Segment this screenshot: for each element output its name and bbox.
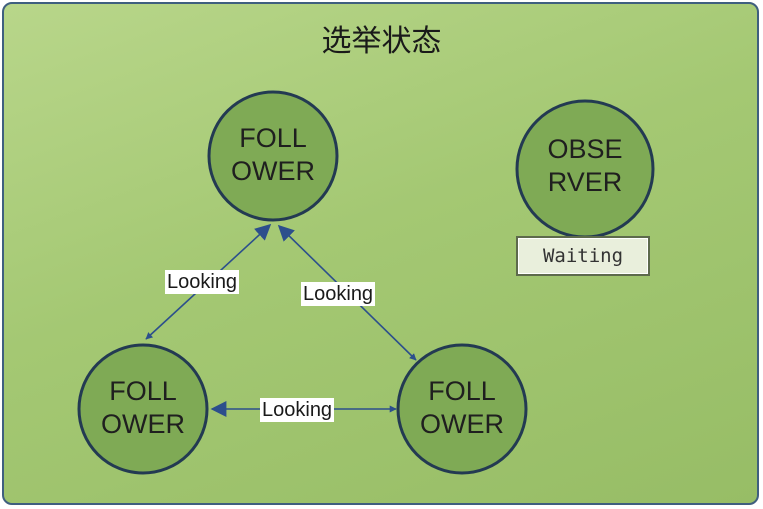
node-follower-top [207, 90, 339, 222]
node-observer-label: OBSE RVER [520, 133, 650, 199]
node-follower-right-line2: OWER [420, 409, 504, 439]
node-follower-top-label: FOLL OWER [208, 122, 338, 188]
node-follower-right [396, 343, 528, 475]
node-follower-top-line1: FOLL [239, 123, 307, 153]
diagram-title: 选举状态 [321, 24, 442, 59]
node-follower-left-label: FOLL OWER [78, 375, 208, 441]
node-follower-top-line2: OWER [231, 156, 315, 186]
edge-top-right-label: Looking [301, 282, 376, 306]
node-follower-right-line1: FOLL [428, 376, 496, 406]
observer-status-text: Waiting [542, 245, 624, 267]
observer-status-box: Waiting [516, 236, 650, 276]
node-observer-line1: OBSE [547, 134, 623, 164]
edge-top-left-label: Looking [165, 270, 240, 294]
node-follower-right-label: FOLL OWER [397, 375, 527, 441]
edge-left-right-label: Looking [260, 398, 335, 422]
node-observer-line2: RVER [547, 167, 623, 197]
node-follower-left-line1: FOLL [109, 376, 177, 406]
node-follower-left-line2: OWER [101, 409, 185, 439]
node-follower-left [77, 343, 209, 475]
